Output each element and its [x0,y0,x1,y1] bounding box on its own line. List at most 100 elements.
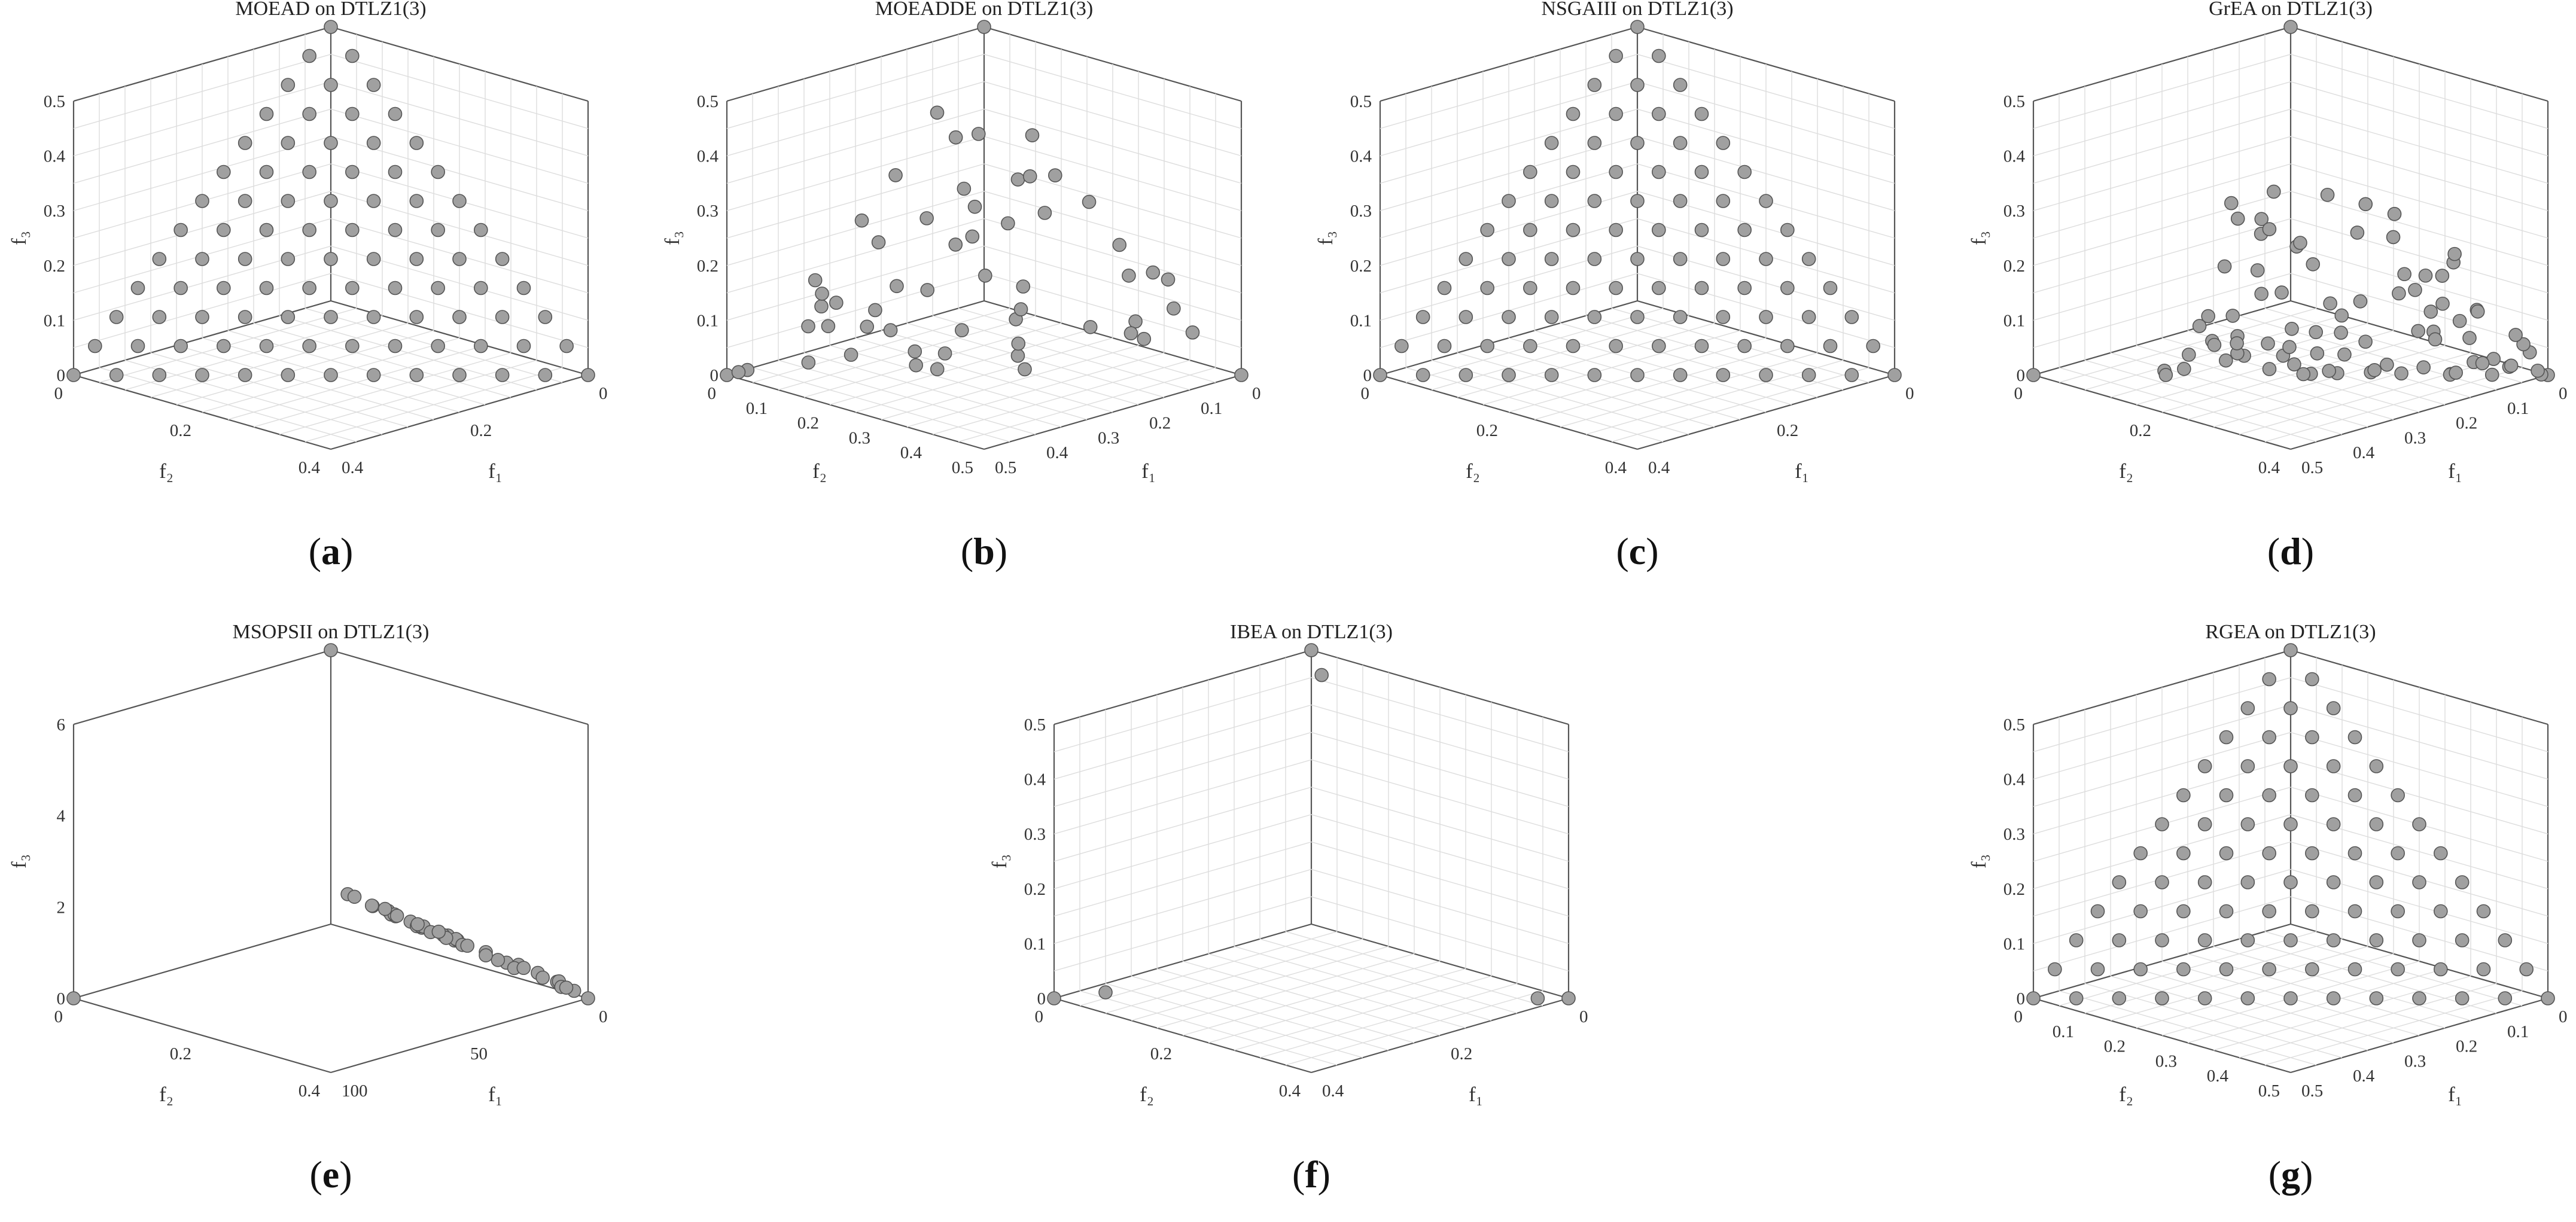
y-axis-label: f₂ [1466,459,1480,483]
data-point [1587,78,1602,92]
data-point [890,279,904,294]
data-point [1716,252,1731,266]
scatter-points [1047,643,1576,1005]
data-point [1502,194,1516,208]
data-point [109,310,124,324]
data-point [2423,304,2438,319]
data-point [2380,357,2394,372]
chart-panel-d: GrEA on DTLZ1(3)00.10.20.30.40.500.20.40… [1967,0,2568,572]
x-tick-label: 0 [599,384,608,403]
data-point [66,368,81,382]
z-tick-label: 0 [1037,989,1046,1008]
data-point [2323,296,2337,311]
data-point [937,346,952,361]
data-point [1866,339,1880,354]
x-tick-label: 0 [599,1007,608,1026]
data-point [2262,730,2276,745]
data-point [217,281,231,295]
data-point [2230,211,2245,226]
data-point [1025,128,1040,142]
data-point [965,229,980,244]
data-point [1609,339,1623,354]
data-point [1480,339,1494,354]
data-point [2434,904,2448,919]
data-point [2397,267,2411,282]
data-point [1098,985,1113,999]
data-point [516,961,531,976]
data-point [1234,368,1249,382]
data-point [237,368,252,382]
data-point [345,164,360,179]
data-point [731,365,746,380]
data-point [2337,347,2352,362]
x-tick-label: 0.1 [1201,399,1222,418]
data-point [2261,336,2275,351]
data-point [364,898,379,913]
x-tick-label: 0.4 [1648,458,1670,477]
data-point [431,924,446,939]
data-point [2219,788,2234,803]
data-point [538,368,553,382]
data-point [829,295,844,310]
data-point [2177,361,2191,376]
data-point [2367,363,2382,377]
data-point [2155,991,2169,1005]
data-point [1016,279,1031,294]
x-tick-label: 0 [2559,1007,2568,1026]
data-point [1082,194,1097,209]
data-point [2240,759,2255,773]
data-point [195,252,209,266]
data-point [431,339,445,354]
z-tick-label: 0.4 [2003,770,2026,790]
data-point [801,319,815,334]
z-tick-label: 0.1 [44,311,65,330]
data-point [2197,991,2212,1005]
data-point [871,235,886,249]
y-tick-label: 0 [1361,384,1370,403]
data-point [152,310,167,324]
z-tick-label: 0 [57,989,66,1008]
z-tick-label: 0.5 [1350,92,1372,111]
data-point [388,164,403,179]
data-point [2305,846,2319,861]
data-point [152,368,167,382]
data-point [491,953,506,967]
z-tick-label: 0.4 [697,147,719,166]
z-tick-label: 0.1 [697,311,718,330]
data-point [1161,272,1176,287]
data-point [388,281,403,295]
data-point [2353,294,2368,309]
data-point [345,223,360,237]
data-point [2326,817,2341,831]
data-point [2133,846,2148,861]
data-point [538,310,553,324]
data-point [1759,252,1773,266]
data-point [237,136,252,150]
data-point [967,199,982,214]
grid [726,34,1242,443]
data-point [1523,281,1537,295]
data-point [1673,136,1688,150]
x-tick-label: 0 [2559,384,2568,403]
data-point [2197,933,2212,947]
x-tick-label: 50 [470,1044,488,1063]
x-tick-label: 0.4 [1046,443,1068,462]
data-point [2504,358,2519,373]
data-point [1673,78,1688,92]
data-point [930,362,945,377]
data-point [324,310,338,324]
data-point [217,223,231,237]
panel-title: MSOPSII on DTLZ1(3) [233,621,430,643]
z-axis-label: f₃ [660,231,684,245]
scatter-points [66,643,595,1005]
x-tick-label: 0.2 [2456,1037,2477,1056]
grid [1053,657,1569,1066]
data-point [259,281,274,295]
data-point [217,164,231,179]
data-point [948,237,963,252]
data-point [474,281,488,295]
x-axis-label: f₁ [1141,459,1156,483]
y-axis-label: f₂ [159,1083,173,1106]
data-point [1011,336,1026,351]
